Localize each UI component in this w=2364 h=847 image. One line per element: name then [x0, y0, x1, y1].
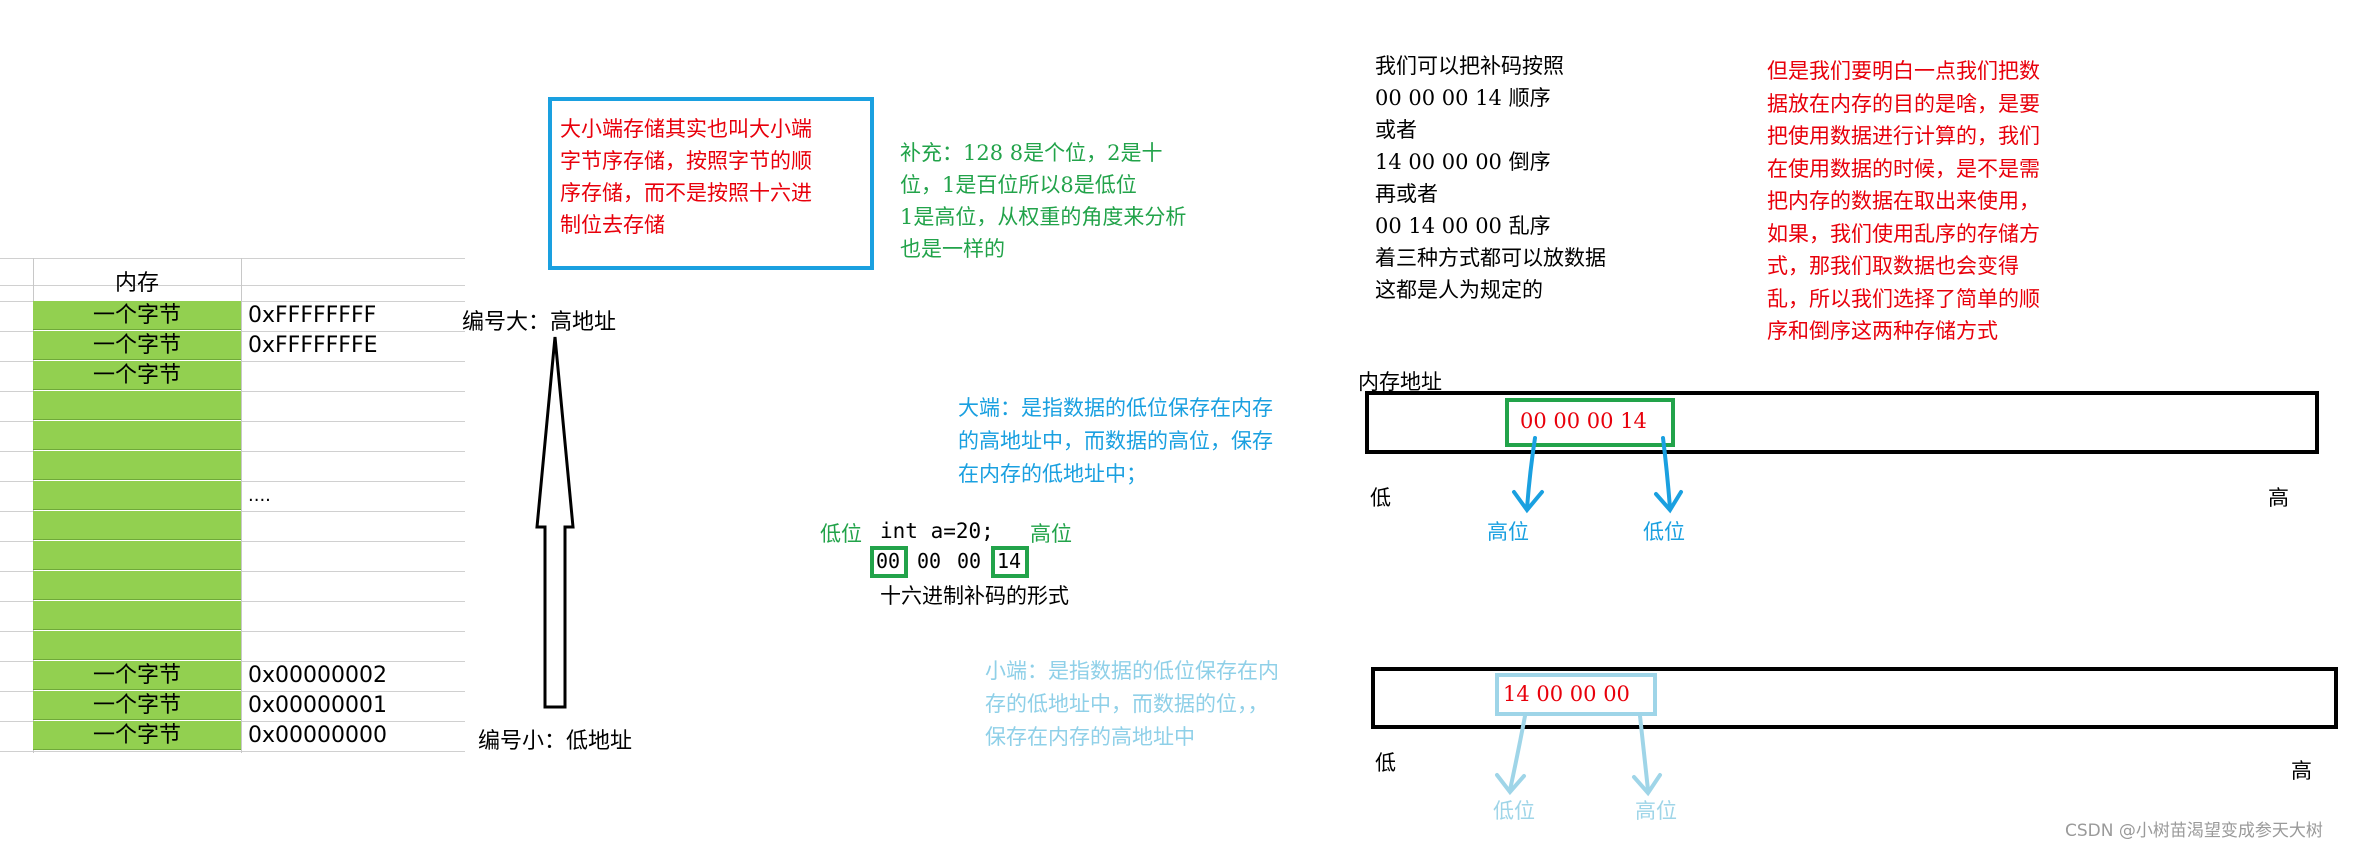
little-endian-left-arrow-label: 低位	[1493, 799, 1535, 823]
order-line: 这都是人为规定的	[1375, 278, 1543, 302]
big-endian-memory-bar	[1365, 391, 2319, 454]
little-endian-value: 14 00 00 00	[1503, 682, 1630, 706]
byte-cell	[33, 541, 241, 570]
arrow-down-icon	[1632, 714, 1662, 797]
example-byte: 14	[997, 549, 1022, 573]
little-endian-line: 小端：是指数据的低位保存在内	[985, 659, 1279, 683]
example-byte: 00	[917, 549, 942, 573]
little-endian-line: 保存在内存的高地址中	[985, 725, 1195, 749]
byte-cell	[33, 601, 241, 630]
byte-cell	[33, 511, 241, 540]
big-endian-line: 在内存的低地址中；	[958, 462, 1147, 486]
byte-cell	[33, 631, 241, 660]
little-endian-high-end: 高	[2291, 759, 2312, 783]
example-byte: 00	[957, 549, 982, 573]
byte-cell	[33, 451, 241, 480]
little-endian-value-box	[1495, 673, 1657, 716]
little-endian-arrows	[1495, 714, 1662, 797]
up-arrow-icon	[535, 336, 575, 709]
little-endian-memory-bar	[1371, 667, 2338, 729]
arrow-down-icon	[1495, 714, 1527, 796]
supplement-line: 位，1是百位所以8是低位	[900, 173, 1137, 197]
address-label: 0xFFFFFFFF	[248, 303, 377, 328]
order-note: 我们可以把补码按照 00 00 00 14 顺序 或者 14 00 00 00 …	[1375, 50, 1606, 306]
reason-line: 式，那我们取数据也会变得	[1767, 254, 2019, 278]
reason-line: 序和倒序这两种存储方式	[1767, 319, 1998, 343]
reason-line: 把使用数据进行计算的，我们	[1767, 124, 2040, 148]
supplement-line: 1是高位，从权重的角度来分析	[900, 205, 1187, 229]
byte-cell	[33, 481, 241, 510]
low-address-label: 编号小：低地址	[478, 729, 633, 754]
little-endian-right-arrow-label: 高位	[1635, 799, 1677, 823]
byte-cell: 一个字节	[33, 661, 241, 690]
example-caption: 十六进制补码的形式	[880, 584, 1069, 608]
address-label: 0x00000002	[248, 663, 387, 688]
intro-line: 序存储，而不是按照十六进	[560, 181, 812, 205]
big-endian-left-arrow-label: 高位	[1487, 520, 1529, 544]
order-line: 00 00 00 14 顺序	[1375, 86, 1551, 110]
byte-cell: 一个字节	[33, 361, 241, 390]
big-endian-line: 大端：是指数据的低位保存在内存	[958, 396, 1273, 420]
reason-line: 如果，我们使用乱序的存储方	[1767, 221, 2040, 246]
byte-cell: 一个字节	[33, 301, 241, 330]
reason-line: 把内存的数据在取出来使用，	[1767, 189, 2040, 213]
intro-text: 大小端存储其实也叫大小端 字节序存储，按照字节的顺 序存储，而不是按照十六进 制…	[560, 113, 812, 241]
example-code: int a=20;	[880, 519, 994, 543]
big-endian-value-box	[1505, 398, 1675, 447]
example-byte: 00	[876, 549, 901, 573]
supplement-line: 也是一样的	[900, 237, 1005, 261]
arrow-down-icon	[1654, 436, 1683, 514]
example-low-label: 低位	[820, 522, 862, 546]
high-address-label: 编号大：高地址	[462, 310, 617, 335]
order-line: 我们可以把补码按照	[1375, 54, 1564, 78]
reason-line: 但是我们要明白一点我们把数	[1767, 59, 2040, 83]
intro-line: 制位去存储	[560, 213, 665, 237]
memory-address-title: 内存地址	[1358, 370, 1442, 394]
address-ellipsis: ....	[248, 485, 271, 506]
big-endian-high-end: 高	[2268, 486, 2289, 510]
byte-cell	[33, 571, 241, 600]
arrow-down-icon	[1512, 436, 1544, 514]
byte-cell: 一个字节	[33, 721, 241, 750]
byte-cell: 一个字节	[33, 331, 241, 360]
order-line: 着三种方式都可以放数据	[1375, 246, 1606, 270]
little-endian-line: 存的低地址中，而数据的位，，	[985, 692, 1269, 716]
byte-cell: 一个字节	[33, 691, 241, 720]
reason-line: 在使用数据的时候，是不是需	[1767, 156, 2040, 181]
address-label: 0x00000000	[248, 723, 387, 748]
order-line: 或者	[1375, 118, 1417, 142]
reason-line: 乱，所以我们选择了简单的顺	[1767, 286, 2040, 311]
address-label: 0xFFFFFFFE	[248, 333, 378, 358]
example-byte-low-box	[870, 546, 908, 578]
order-line: 再或者	[1375, 182, 1438, 206]
byte-cell	[33, 421, 241, 450]
reason-line: 据放在内存的目的是啥，是要	[1767, 91, 2040, 116]
reason-note: 但是我们要明白一点我们把数 据放在内存的目的是啥，是要 把使用数据进行计算的，我…	[1767, 55, 2040, 348]
little-endian-low-end: 低	[1375, 751, 1396, 775]
memory-table: 内存 一个字节 一个字节 一个字节 一个字节 一个字节 一个字节 0xFFFFF…	[0, 0, 470, 847]
little-endian-definition: 小端：是指数据的低位保存在内 存的低地址中，而数据的位，， 保存在内存的高地址中	[985, 655, 1279, 754]
big-endian-arrows	[1512, 436, 1683, 514]
intro-line: 大小端存储其实也叫大小端	[560, 117, 812, 141]
byte-cell	[33, 391, 241, 420]
intro-line: 字节序存储，按照字节的顺	[560, 149, 812, 173]
example-byte-high-box	[991, 546, 1029, 578]
example-high-label: 高位	[1030, 522, 1072, 546]
memory-header: 内存	[114, 271, 159, 296]
supplement-note: 补充：128 8是个位，2是十 位，1是百位所以8是低位 1是高位，从权重的角度…	[900, 137, 1186, 265]
big-endian-right-arrow-label: 低位	[1643, 520, 1685, 544]
intro-box	[548, 97, 874, 270]
big-endian-definition: 大端：是指数据的低位保存在内存 的高地址中，而数据的高位，保存 在内存的低地址中…	[958, 392, 1273, 491]
big-endian-value: 00 00 00 14	[1520, 409, 1647, 433]
address-label: 0x00000001	[248, 693, 387, 718]
order-line: 00 14 00 00 乱序	[1375, 214, 1551, 238]
big-endian-low-end: 低	[1370, 486, 1391, 510]
supplement-line: 补充：128 8是个位，2是十	[900, 141, 1163, 165]
big-endian-line: 的高地址中，而数据的高位，保存	[958, 429, 1273, 453]
watermark: CSDN @小树苗渴望变成参天大树	[2065, 821, 2323, 841]
order-line: 14 00 00 00 倒序	[1375, 150, 1551, 174]
